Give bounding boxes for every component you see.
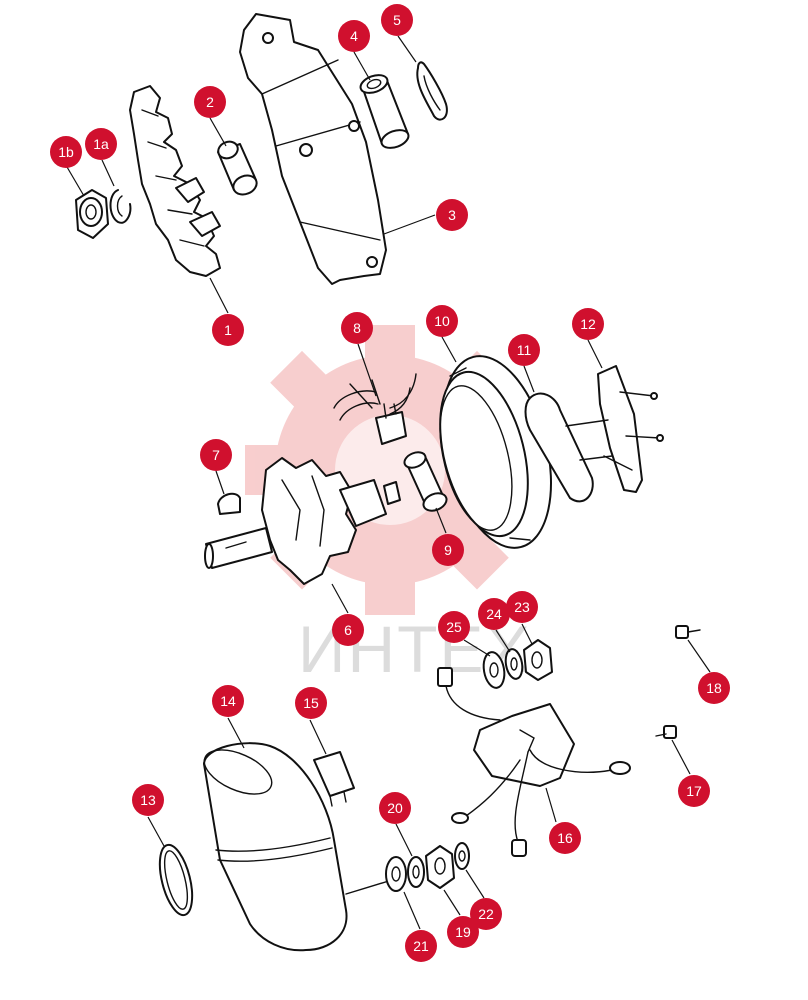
part-4-bearing: [359, 74, 410, 149]
callout-8-label: 8: [353, 320, 361, 336]
callout-16: 16: [549, 822, 581, 854]
callout-14-label: 14: [220, 693, 236, 709]
callout-6: 6: [332, 614, 364, 646]
part-17-screw: [655, 725, 677, 739]
part-22-washer: [454, 842, 470, 870]
callout-15-label: 15: [303, 695, 319, 711]
callout-1-label: 1: [224, 322, 232, 338]
part-1a-lock-washer: [109, 189, 132, 224]
callout-18-label: 18: [706, 680, 722, 696]
callout-23-label: 23: [514, 599, 530, 615]
callout-17-label: 17: [686, 783, 702, 799]
part-19-hex-nut: [425, 845, 455, 889]
part-21-flat-washer: [385, 856, 407, 892]
callout-15: 15: [295, 687, 327, 719]
callout-9-label: 9: [444, 542, 452, 558]
callout-3-label: 3: [448, 207, 456, 223]
callout-10: 10: [426, 305, 458, 337]
callout-18: 18: [698, 672, 730, 704]
part-16-voltage-regulator: [437, 667, 631, 857]
callout-22-label: 22: [478, 906, 494, 922]
part-1b-hex-nut: [75, 189, 109, 239]
callout-22: 22: [470, 898, 502, 930]
callout-1a-label: 1a: [93, 136, 109, 152]
part-12-rectifier-plate: [565, 365, 664, 493]
callout-16-label: 16: [557, 830, 573, 846]
callout-13: 13: [132, 784, 164, 816]
callout-7-label: 7: [212, 447, 220, 463]
callout-21-label: 21: [413, 938, 429, 954]
callout-19: 19: [447, 916, 479, 948]
part-20-lock-washer: [407, 856, 425, 888]
callout-4-label: 4: [350, 28, 358, 44]
part-9-rotor-bearing: [403, 451, 448, 512]
callout-9: 9: [432, 534, 464, 566]
callout-3: 3: [436, 199, 468, 231]
callout-5-label: 5: [393, 12, 401, 28]
callout-25: 25: [438, 611, 470, 643]
callout-13-label: 13: [140, 792, 156, 808]
callout-24: 24: [478, 598, 510, 630]
callout-1b: 1b: [50, 136, 82, 168]
part-13-snap-ring: [158, 843, 194, 917]
part-6-rotor-assembly: [204, 457, 401, 585]
part-8-brush-holder: [333, 373, 417, 445]
callout-12-label: 12: [580, 316, 596, 332]
callout-11: 11: [508, 334, 540, 366]
callout-8: 8: [341, 312, 373, 344]
part-7-woodruff-key: [217, 492, 241, 515]
callout-24-label: 24: [486, 606, 502, 622]
callout-1b-label: 1b: [58, 144, 74, 160]
callout-11-label: 11: [517, 342, 532, 358]
callout-7: 7: [200, 439, 232, 471]
part-23-hex-nut: [523, 639, 553, 681]
callout-2-label: 2: [206, 94, 214, 110]
part-3-end-frame: [239, 13, 387, 285]
part-14-housing-drum: [203, 742, 393, 952]
callout-21: 21: [405, 930, 437, 962]
part-1-rotor-pole: [129, 85, 221, 277]
callout-6-label: 6: [344, 622, 352, 638]
callout-25-label: 25: [446, 619, 462, 635]
part-24-lock-washer: [504, 648, 524, 680]
callout-14: 14: [212, 685, 244, 717]
callout-12: 12: [572, 308, 604, 340]
part-18-screw: [675, 625, 701, 639]
callout-20: 20: [379, 792, 411, 824]
part-11-insulator-plate: [524, 392, 594, 503]
part-15-brush: [313, 751, 355, 807]
callout-23: 23: [506, 591, 538, 623]
callout-1a: 1a: [85, 128, 117, 160]
callout-19-label: 19: [455, 924, 471, 940]
part-10-stator-ring: [439, 355, 552, 549]
callout-4: 4: [338, 20, 370, 52]
part-2-bushing: [217, 140, 258, 196]
callout-5: 5: [381, 4, 413, 36]
callout-1: 1: [212, 314, 244, 346]
part-25-flat-washer: [482, 651, 506, 689]
callout-10-label: 10: [434, 313, 450, 329]
part-5-wave-washer: [416, 61, 448, 121]
callout-17: 17: [678, 775, 710, 807]
callout-2: 2: [194, 86, 226, 118]
leader-lines: [66, 35, 711, 930]
callout-20-label: 20: [387, 800, 403, 816]
